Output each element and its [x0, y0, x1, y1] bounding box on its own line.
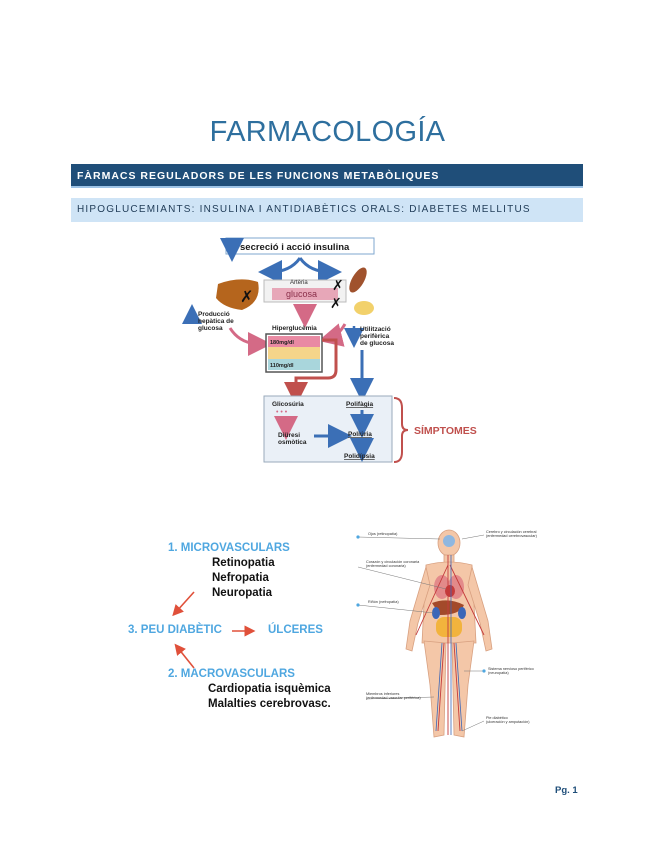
brain-icon — [443, 535, 455, 547]
micro-to-peu-arrow — [172, 591, 195, 617]
liver-glucose-arrow — [228, 327, 272, 356]
block-x-icon-2: ✗ — [332, 277, 344, 293]
page-title: FARMACOLOGÍA — [209, 116, 446, 148]
produccio-line2: hepàtica de — [198, 318, 234, 325]
intestine-icon — [436, 617, 462, 637]
macro-title: 2. MACROVASCULARS — [168, 668, 295, 680]
label-ojos: Ojos (retinopatía) — [368, 532, 398, 536]
label-sistema-2: (neuropatía) — [488, 671, 509, 675]
liver-icon — [216, 279, 259, 310]
insulin-label: secreció i acció insulina — [240, 242, 350, 253]
split-arrow-right — [298, 257, 342, 284]
label-pie-1: Pie diabético — [486, 716, 508, 720]
artery-label: Artèria — [290, 280, 308, 286]
micro-item-1: Retinopatia — [212, 557, 275, 569]
macro-item-2: Malalties cerebrovasc. — [208, 698, 331, 710]
overflow-arrow — [284, 338, 338, 406]
muscle-icon — [349, 267, 367, 293]
symptoms-bracket — [393, 397, 409, 463]
subsection-header: HIPOGLUCEMIANTS: INSULINA I ANTIDIABÈTIC… — [71, 198, 583, 222]
hyperglycemia-label: Hiperglucèmia — [272, 325, 317, 332]
level-mid-band — [268, 347, 320, 359]
micro-title: 1. MICROVASCULARS — [168, 542, 290, 554]
section-header: FÀRMACS REGULADORS DE LES FUNCIONS METAB… — [71, 164, 583, 188]
utilitzacio-line1: Utilització — [360, 326, 391, 333]
macro-to-peu-arrow — [174, 643, 195, 669]
micro-item-3: Neuropatia — [212, 587, 273, 599]
diuresi-line1: Diüresi — [278, 432, 300, 439]
kidney-right-icon — [458, 607, 466, 619]
level-low-band — [268, 359, 320, 370]
glucose-label: glucosa — [286, 289, 317, 299]
body-figure: Ojos (retinopatía) Cerebro y circulación… — [352, 525, 542, 743]
produccio-line1: Producció — [198, 311, 230, 318]
produccio-line3: glucosa — [198, 325, 223, 332]
polifagia-label: Polifàgia — [346, 401, 373, 408]
label-dots — [356, 535, 486, 673]
label-corazon-2: (enfermedad coronaria) — [366, 564, 406, 568]
macro-item-1: Cardiopatia isquèmica — [208, 683, 331, 695]
complications-arrows — [172, 591, 256, 669]
micro-item-2: Nefropatia — [212, 572, 269, 584]
utilitzacio-line2: perifèrica — [360, 333, 390, 340]
leader-lines — [357, 534, 485, 732]
body-figure-svg: Ojos (retinopatía) Cerebro y circulación… — [356, 529, 538, 738]
level-low-label: 110mg/dl — [270, 363, 294, 369]
label-sistema-1: Sistema nervioso periférico — [488, 667, 534, 671]
glicosuria-label: Glicosúria — [272, 401, 304, 408]
glucose-band — [272, 288, 338, 300]
ulceres-label: ÚLCERES — [268, 624, 323, 636]
page-number: Pg. 1 — [555, 785, 578, 796]
utilitzacio-line3: de glucosa — [360, 340, 394, 347]
diuresi-line2: osmòtica — [278, 439, 307, 446]
insulin-diagram-svg: secreció i acció insulina ✗ Artèria gluc… — [182, 237, 477, 463]
label-miembros-2: (enfermedad vascular periférica) — [366, 696, 421, 700]
glucose-dots: • • • — [276, 409, 288, 416]
label-rinon: Riñón (nefropatía) — [368, 600, 399, 604]
block-x-icon: ✗ — [240, 289, 253, 306]
level-high-band — [268, 336, 320, 347]
heart-icon — [445, 585, 455, 597]
split-arrow-left — [258, 257, 302, 284]
kidney-left-icon — [432, 607, 440, 619]
label-cerebro-1: Cerebro y circulación cerebral — [486, 530, 537, 534]
complications-list: 1. MICROVASCULARS Retinopatia Nefropatia… — [120, 530, 360, 730]
peu-label: 3. PEU DIABÈTIC — [128, 624, 222, 636]
insulin-diagram: secreció i acció insulina ✗ Artèria gluc… — [180, 232, 480, 468]
arteries — [415, 555, 485, 735]
label-pie-2: (ulceración y amputación) — [486, 720, 530, 724]
block-x-icon-3: ✗ — [330, 295, 342, 311]
label-miembros-1: Miembros inferiores — [366, 692, 399, 696]
label-corazon-1: Corazón y circulación coronaria — [366, 560, 420, 564]
fat-icon — [354, 301, 374, 315]
label-cerebro-2: (enfermedad cerebrovascular) — [486, 534, 538, 538]
veins — [435, 555, 463, 735]
symptoms-label: SÍMPTOMES — [414, 424, 477, 437]
peripheral-glucose-arrow — [318, 323, 347, 347]
poliuria-label: Poliúria — [348, 431, 372, 438]
level-high-label: 180mg/dl — [270, 340, 294, 346]
polidipsia-label: Polidípsia — [344, 453, 375, 460]
